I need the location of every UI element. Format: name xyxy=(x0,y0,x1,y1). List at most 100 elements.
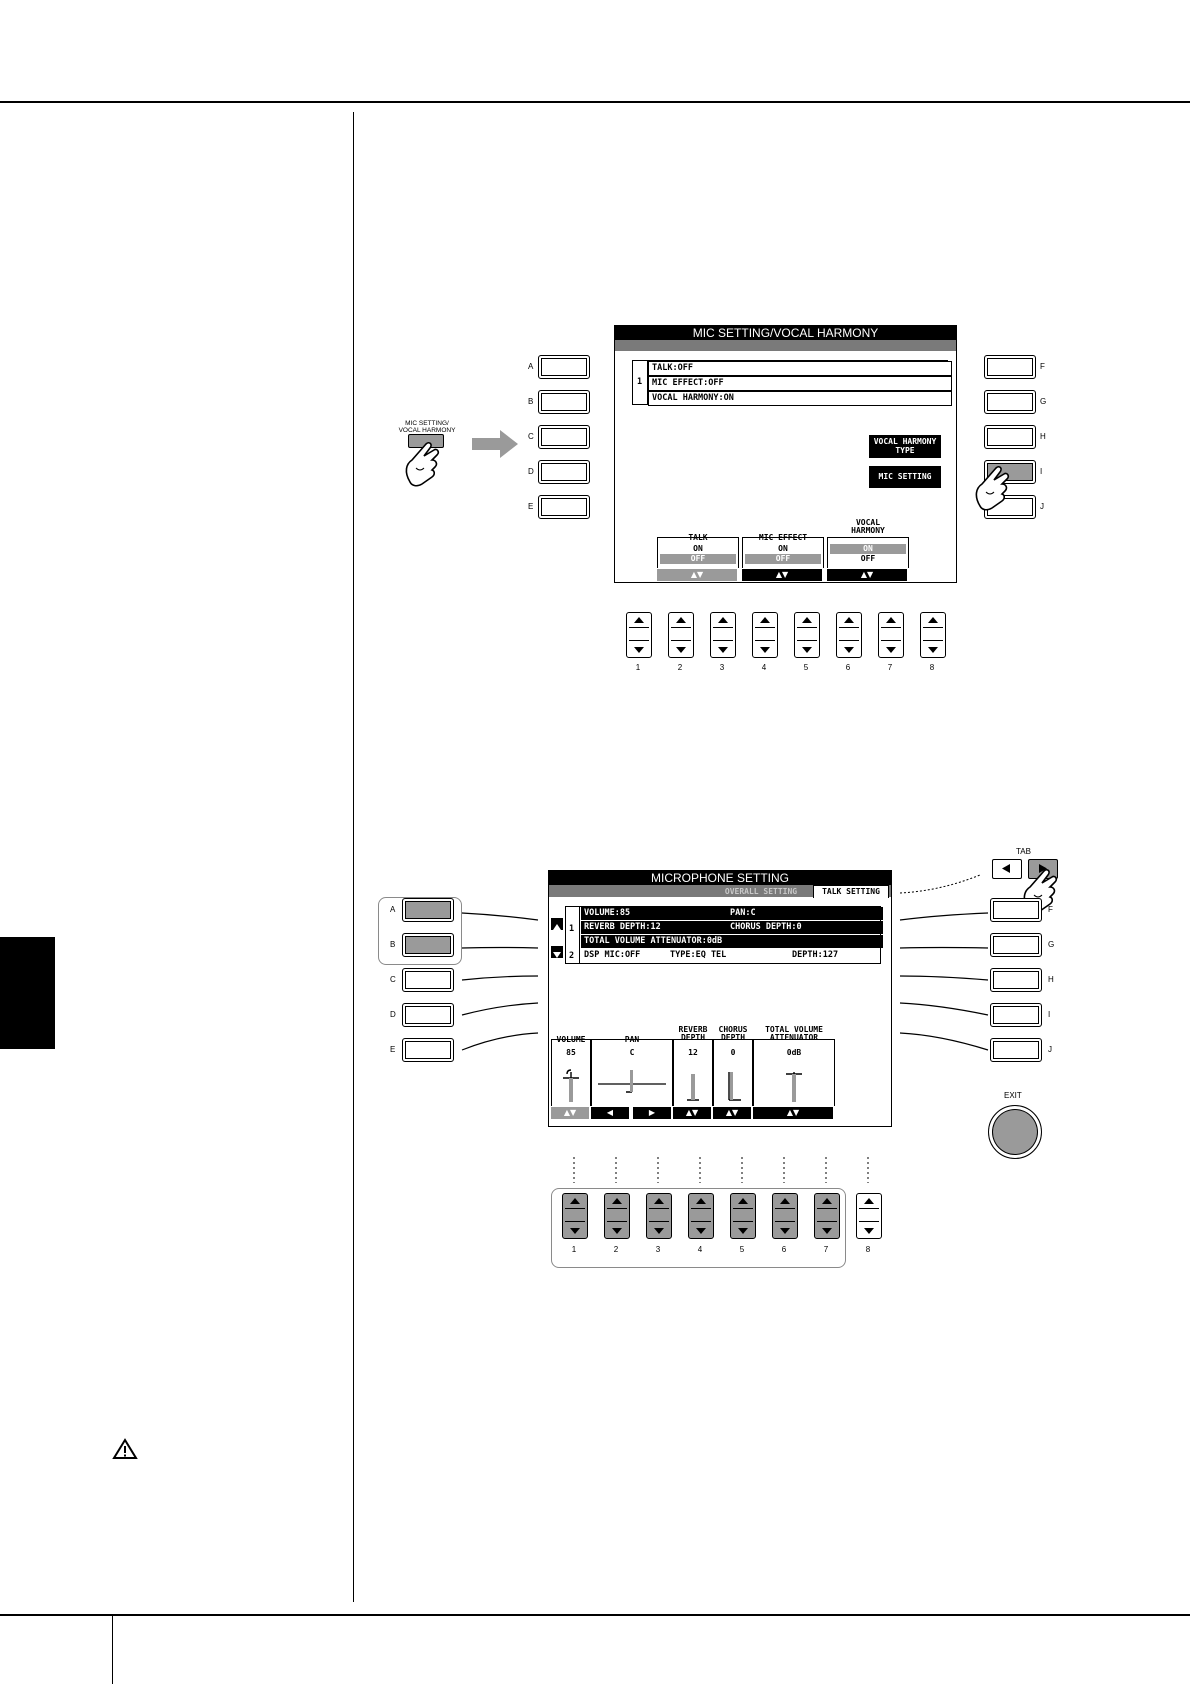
tab-left-button[interactable] xyxy=(992,859,1022,879)
mic-effect-off: OFF xyxy=(745,554,821,564)
connector-lines xyxy=(461,874,989,1051)
row-dsp-type[interactable]: TYPE:EQ TEL xyxy=(670,950,727,960)
side-button-b[interactable] xyxy=(402,933,454,957)
volume-arrows[interactable]: ▲▼ xyxy=(551,1107,589,1119)
volume-slider-icon xyxy=(563,1069,579,1102)
tab-overall-setting[interactable]: OVERALL SETTING xyxy=(724,887,798,896)
param-volume-title: VOLUME xyxy=(556,1035,586,1044)
side-label-d: D xyxy=(390,1010,396,1019)
row-dsp-depth[interactable]: DEPTH:127 xyxy=(792,950,839,960)
number-label-8: 8 xyxy=(929,663,935,672)
number-button-1[interactable] xyxy=(562,1193,588,1239)
side-button-e[interactable] xyxy=(402,1038,454,1062)
side-button-j[interactable] xyxy=(990,1038,1042,1062)
side-button-c[interactable] xyxy=(538,425,590,449)
number-button-8[interactable] xyxy=(856,1193,882,1239)
scroll-down-icon[interactable] xyxy=(551,946,563,958)
row-volume[interactable]: VOLUME:85 xyxy=(581,907,729,920)
number-button-6[interactable] xyxy=(836,612,862,658)
number-button-7[interactable] xyxy=(814,1193,840,1239)
row-pan[interactable]: PAN:C xyxy=(727,907,883,920)
tab-talk-setting[interactable]: TALK SETTING xyxy=(813,885,889,898)
list-divider xyxy=(579,906,580,964)
vocal-harmony-off: OFF xyxy=(860,554,876,563)
param-pan: PAN C xyxy=(591,1035,673,1106)
side-button-g[interactable] xyxy=(984,390,1036,414)
param-volume: VOLUME 85 xyxy=(551,1035,591,1106)
group-mic-effect-title: MIC EFFECT xyxy=(758,533,808,542)
side-button-i[interactable] xyxy=(990,1003,1042,1027)
side-button-f[interactable] xyxy=(984,355,1036,379)
pan-slider-icon xyxy=(598,1070,666,1093)
arrow-right-icon xyxy=(472,430,518,462)
chorus-arrows[interactable]: ▲▼ xyxy=(713,1107,751,1119)
number-button-6[interactable] xyxy=(772,1193,798,1239)
row-total-volume-attenuator[interactable]: TOTAL VOLUME ATTENUATOR:0dB xyxy=(581,935,883,948)
number-button-2[interactable] xyxy=(668,612,694,658)
attenuator-arrows[interactable]: ▲▼ xyxy=(753,1107,833,1119)
side-button-a[interactable] xyxy=(402,898,454,922)
number-button-2[interactable] xyxy=(604,1193,630,1239)
mic-setting-button[interactable]: MIC SETTING xyxy=(869,466,941,488)
side-button-f[interactable] xyxy=(990,898,1042,922)
lcd-screen-microphone: MICROPHONE SETTING OVERALL SETTING TALK … xyxy=(548,870,892,1127)
number-label-5: 5 xyxy=(739,1245,745,1254)
side-button-e[interactable] xyxy=(538,495,590,519)
number-button-4[interactable] xyxy=(688,1193,714,1239)
number-label-4: 4 xyxy=(697,1245,703,1254)
number-label-4: 4 xyxy=(761,663,767,672)
pan-left-arrow[interactable]: ◀ xyxy=(591,1107,629,1119)
param-chorus-depth: CHORUS DEPTH 0 xyxy=(713,1026,753,1106)
side-button-d[interactable] xyxy=(538,460,590,484)
number-button-8[interactable] xyxy=(920,612,946,658)
screen-title: MIC SETTING/VOCAL HARMONY xyxy=(615,326,956,340)
number-button-1[interactable] xyxy=(626,612,652,658)
side-label-j: J xyxy=(1048,1045,1052,1054)
group-mic-effect: MIC EFFECT ON OFF xyxy=(742,533,824,568)
pan-right-arrow[interactable]: ▶ xyxy=(633,1107,671,1119)
param-chorus-value: 0 xyxy=(730,1048,736,1057)
number-button-7[interactable] xyxy=(878,612,904,658)
side-button-d[interactable] xyxy=(402,1003,454,1027)
reverb-slider-icon xyxy=(687,1074,699,1101)
side-label-e: E xyxy=(528,502,534,511)
mic-effect-arrows[interactable]: ▲▼ xyxy=(742,569,822,581)
row-reverb-depth[interactable]: REVERB DEPTH:12 xyxy=(581,921,729,934)
side-label-f: F xyxy=(1048,905,1053,914)
exit-button[interactable] xyxy=(988,1105,1042,1159)
lcd-screen-mic-vocal: MIC SETTING/VOCAL HARMONY 1 TALK:OFF MIC… xyxy=(614,325,957,583)
row-chorus-depth[interactable]: CHORUS DEPTH:0 xyxy=(727,921,883,934)
side-label-c: C xyxy=(528,432,534,441)
side-label-f: F xyxy=(1040,362,1045,371)
number-button-5[interactable] xyxy=(730,1193,756,1239)
tab-label: TAB xyxy=(1016,847,1031,856)
pointing-hand-icon xyxy=(402,438,446,492)
param-volume-value: 85 xyxy=(566,1048,576,1057)
reverb-arrows[interactable]: ▲▼ xyxy=(673,1107,711,1119)
dotted-guides xyxy=(573,1157,869,1183)
talk-arrows[interactable]: ▲▼ xyxy=(657,569,737,581)
number-button-3[interactable] xyxy=(710,612,736,658)
number-label-6: 6 xyxy=(845,663,851,672)
param-pan-title: PAN xyxy=(624,1035,640,1044)
side-button-a[interactable] xyxy=(538,355,590,379)
number-button-5[interactable] xyxy=(794,612,820,658)
scroll-up-icon[interactable] xyxy=(551,918,563,930)
row-talk[interactable]: TALK:OFF xyxy=(648,361,952,376)
list-divider xyxy=(647,360,648,405)
side-button-g[interactable] xyxy=(990,933,1042,957)
row-dsp-mic[interactable]: DSP MIC:OFF xyxy=(584,950,641,960)
side-button-h[interactable] xyxy=(984,425,1036,449)
param-attenuator-value: 0dB xyxy=(786,1048,802,1057)
side-button-h[interactable] xyxy=(990,968,1042,992)
side-button-c[interactable] xyxy=(402,968,454,992)
row-vocal-harmony[interactable]: VOCAL HARMONY:ON xyxy=(648,391,952,406)
side-button-b[interactable] xyxy=(538,390,590,414)
vocal-harmony-arrows[interactable]: ▲▼ xyxy=(827,569,907,581)
row-mic-effect[interactable]: MIC EFFECT:OFF xyxy=(648,376,952,391)
top-rule xyxy=(0,101,1190,103)
vocal-harmony-type-button[interactable]: VOCAL HARMONY TYPE xyxy=(869,435,941,458)
number-button-3[interactable] xyxy=(646,1193,672,1239)
number-button-4[interactable] xyxy=(752,612,778,658)
side-label-b: B xyxy=(528,397,534,406)
